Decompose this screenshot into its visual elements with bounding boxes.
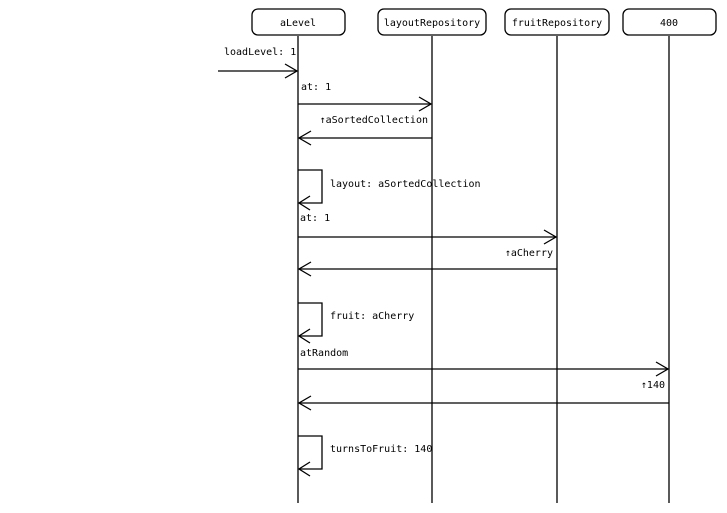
message-self-turnstofruit: turnsToFruit: 140 — [297, 435, 432, 477]
message-return-asortedcollection: ↑aSortedCollection — [297, 115, 432, 146]
message-label: ↑aSortedCollection — [320, 115, 428, 126]
message-call-at-fruit: at: 1 — [298, 213, 558, 245]
message-call-atrandom: atRandom — [298, 348, 670, 377]
participant-label: aLevel — [280, 18, 316, 29]
message-label: at: 1 — [301, 82, 331, 93]
participant-layout-repository[interactable]: layoutRepository — [377, 8, 487, 36]
participant-label: fruitRepository — [512, 18, 602, 29]
participant-label: layoutRepository — [384, 18, 480, 29]
participant-400[interactable]: 400 — [622, 8, 717, 36]
message-self-fruit: fruit: aCherry — [297, 302, 414, 344]
message-found-loadlevel: loadLevel: 1 — [218, 47, 299, 79]
message-label: fruit: aCherry — [330, 311, 414, 322]
participant-fruit-repository[interactable]: fruitRepository — [504, 8, 610, 36]
message-label: layout: aSortedCollection — [330, 179, 481, 190]
message-label: atRandom — [300, 348, 348, 359]
message-label: turnsToFruit: 140 — [330, 444, 432, 455]
message-label: at: 1 — [300, 213, 330, 224]
participant-label: 400 — [660, 18, 678, 29]
message-label: loadLevel: 1 — [224, 47, 296, 58]
message-self-layout: layout: aSortedCollection — [297, 169, 481, 211]
message-label: ↑140 — [641, 380, 665, 391]
participant-alevel[interactable]: aLevel — [251, 8, 346, 36]
message-return-140: ↑140 — [297, 380, 669, 411]
message-label: ↑aCherry — [505, 248, 553, 259]
message-return-acherry: ↑aCherry — [297, 248, 557, 277]
message-call-at-layout: at: 1 — [298, 82, 433, 112]
